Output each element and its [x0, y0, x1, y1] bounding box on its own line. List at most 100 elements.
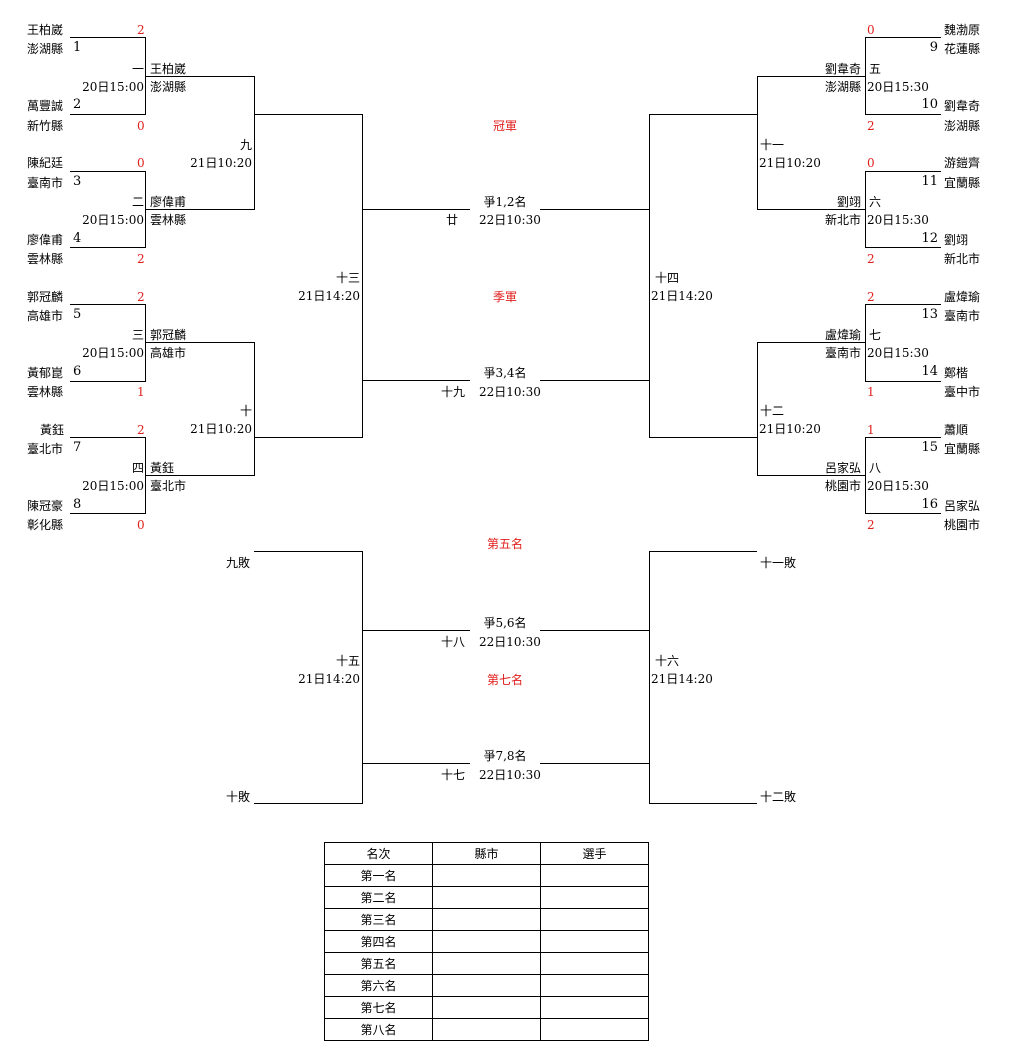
- match-time: 22日10:30: [479, 768, 541, 782]
- county-cell[interactable]: [432, 864, 541, 887]
- player-county: 澎湖縣: [944, 119, 981, 133]
- match-number: 十七: [440, 768, 465, 782]
- player-seed: 4: [73, 231, 82, 246]
- loser-label: 十一敗: [760, 556, 797, 570]
- county-cell[interactable]: [432, 952, 541, 975]
- match-number: 十四: [655, 271, 680, 285]
- results-table: 名次 縣市 選手 第一名 第二名 第三名 第四名 第五名 第六名 第七名 第八名: [324, 842, 649, 1041]
- player-seed: 1: [73, 40, 82, 55]
- match-time: 22日10:30: [479, 635, 541, 649]
- match-time: 20日15:30: [867, 479, 929, 493]
- match-number: 七: [869, 328, 882, 342]
- player-county: 雲林縣: [27, 385, 64, 399]
- player-cell[interactable]: [540, 864, 649, 887]
- match-time: 21日14:20: [651, 289, 713, 303]
- match-number: 十二: [760, 404, 785, 418]
- player-name: 王柏崴: [27, 23, 64, 37]
- match-number: 十一: [760, 138, 785, 152]
- match-number: 五: [869, 62, 882, 76]
- player-score: 2: [137, 252, 145, 266]
- player-name: 劉韋奇: [944, 99, 981, 113]
- county-cell[interactable]: [432, 974, 541, 997]
- rank-cell: 第六名: [324, 974, 433, 997]
- column-header-county: 縣市: [432, 842, 541, 865]
- player-seed: 16: [921, 497, 938, 512]
- rank-cell: 第五名: [324, 952, 433, 975]
- player-score: 1: [867, 385, 875, 399]
- player-cell[interactable]: [540, 1018, 649, 1041]
- player-county: 雲林縣: [27, 252, 64, 266]
- match-time: 21日10:20: [190, 422, 252, 436]
- county-cell[interactable]: [432, 930, 541, 953]
- player-seed: 15: [921, 440, 938, 455]
- player-seed: 7: [73, 440, 82, 455]
- match-time: 20日15:30: [867, 346, 929, 360]
- county-cell[interactable]: [432, 886, 541, 909]
- rank-cell: 第四名: [324, 930, 433, 953]
- table-row: 第六名: [324, 974, 649, 997]
- county-cell[interactable]: [432, 908, 541, 931]
- rank-cell: 第三名: [324, 908, 433, 931]
- player-score: 2: [137, 423, 145, 437]
- loser-label: 十二敗: [760, 790, 797, 804]
- match-number: 廿: [445, 213, 458, 227]
- table-header-row: 名次 縣市 選手: [324, 842, 649, 865]
- winner-county: 臺南市: [824, 346, 861, 360]
- champion-label: 冠軍: [492, 119, 517, 133]
- player-cell[interactable]: [540, 996, 649, 1019]
- player-score: 2: [137, 290, 145, 304]
- winner-name: 黃鈺: [150, 461, 175, 475]
- player-name: 蕭順: [944, 423, 969, 437]
- rank-cell: 第八名: [324, 1018, 433, 1041]
- player-name: 陳冠豪: [27, 499, 64, 513]
- player-score: 0: [867, 156, 875, 170]
- match-time: 20日15:00: [82, 213, 144, 227]
- player-score: 0: [137, 156, 145, 170]
- player-name: 鄭楷: [944, 366, 969, 380]
- player-seed: 6: [73, 364, 82, 379]
- player-cell[interactable]: [540, 886, 649, 909]
- player-score: 2: [867, 252, 875, 266]
- match-time: 22日10:30: [479, 385, 541, 399]
- match-time: 21日10:20: [759, 156, 821, 170]
- player-score: 2: [867, 290, 875, 304]
- seventh-place-label: 第七名: [486, 673, 523, 687]
- player-county: 宜蘭縣: [944, 176, 981, 190]
- table-row: 第四名: [324, 930, 649, 953]
- winner-name: 呂家弘: [824, 461, 861, 475]
- player-seed: 10: [921, 97, 938, 112]
- player-seed: 5: [73, 307, 82, 322]
- player-score: 2: [867, 119, 875, 133]
- match-number: 三: [131, 328, 144, 342]
- match-number: 十三: [335, 271, 360, 285]
- table-row: 第三名: [324, 908, 649, 931]
- player-cell[interactable]: [540, 908, 649, 931]
- player-seed: 2: [73, 97, 82, 112]
- match-number: 九: [239, 138, 252, 152]
- table-row: 第五名: [324, 952, 649, 975]
- player-seed: 13: [921, 307, 938, 322]
- match-number: 十八: [440, 635, 465, 649]
- county-cell[interactable]: [432, 996, 541, 1019]
- player-seed: 12: [921, 231, 938, 246]
- player-name: 黃鈺: [40, 423, 65, 437]
- player-seed: 3: [73, 174, 82, 189]
- player-name: 劉翊: [944, 233, 969, 247]
- player-cell[interactable]: [540, 952, 649, 975]
- rank-cell: 第一名: [324, 864, 433, 887]
- player-county: 臺南市: [27, 176, 64, 190]
- winner-county: 澎湖縣: [824, 80, 861, 94]
- county-cell[interactable]: [432, 1018, 541, 1041]
- column-header-rank: 名次: [324, 842, 433, 865]
- match-time: 21日10:20: [190, 156, 252, 170]
- table-row: 第一名: [324, 864, 649, 887]
- winner-county: 澎湖縣: [150, 80, 187, 94]
- player-name: 萬豐誠: [27, 99, 64, 113]
- player-cell[interactable]: [540, 930, 649, 953]
- match-number: 十: [239, 404, 252, 418]
- player-cell[interactable]: [540, 974, 649, 997]
- match-time: 20日15:00: [82, 479, 144, 493]
- winner-name: 劉翊: [836, 195, 861, 209]
- player-county: 臺南市: [944, 309, 981, 323]
- third-place-label: 季軍: [492, 290, 517, 304]
